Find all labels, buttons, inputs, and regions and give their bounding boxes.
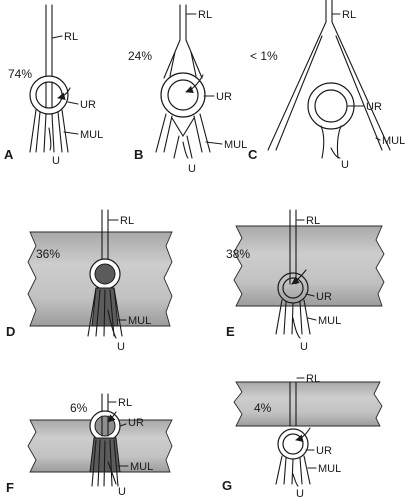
median-umbilical-ligaments-e (275, 299, 311, 335)
ur-leader-a (67, 101, 79, 105)
percent-b: 24% (128, 49, 152, 63)
ur-label-f: UR (128, 417, 144, 429)
panel-f: RL 6% UR MUL U F (6, 393, 173, 498)
u-leader-d (107, 309, 117, 339)
u-leader-b (182, 141, 189, 159)
u-label-c: U (341, 159, 349, 171)
round-ligament-b (163, 4, 203, 79)
mul-label-g: MUL (318, 463, 341, 475)
panel-letter-c: C (248, 147, 258, 162)
panel-letter-b: B (134, 147, 143, 162)
mul-label-c: MUL (382, 135, 405, 147)
arrow-e (291, 269, 307, 285)
umbilical-ring-a (29, 75, 69, 115)
mul-leader-e (307, 317, 317, 321)
umbilical-ring-d (89, 258, 121, 290)
percent-a: 74% (8, 67, 32, 81)
percent-d: 36% (36, 247, 60, 261)
panel-a: RL 74% UR MUL U A (4, 4, 103, 167)
ur-label-e: UR (316, 291, 332, 303)
mul-label-d: MUL (128, 315, 151, 327)
percent-e: 38% (226, 247, 250, 261)
arrow-f (107, 411, 117, 423)
umbilical-ring-b (160, 72, 206, 118)
rl-label-b: RL (198, 9, 212, 21)
u-label-b: U (188, 163, 196, 175)
panel-letter-g: G (222, 478, 232, 493)
ur-label-a: UR (80, 99, 96, 111)
urachus-c (320, 125, 342, 159)
u-leader-a (48, 127, 52, 151)
rl-label-e: RL (306, 215, 320, 227)
umbilical-ring-c (307, 82, 355, 130)
rl-leader-a (51, 35, 63, 39)
rl-label-d: RL (120, 215, 134, 227)
panel-letter-d: D (6, 324, 15, 339)
u-label-e: U (300, 341, 308, 353)
umbilical-ring-f (89, 410, 121, 442)
median-umbilical-ligaments-f (89, 437, 121, 487)
panel-c: RL < 1% UR MUL U C (248, 0, 405, 171)
mul-label-b: MUL (224, 139, 247, 151)
round-ligament-c (267, 0, 391, 151)
panel-letter-f: F (6, 480, 14, 495)
arrow-a (57, 87, 71, 101)
rl-label-c: RL (342, 9, 356, 21)
panel-g: RL 4% UR MUL U G (222, 373, 383, 500)
u-label-a: U (52, 155, 60, 167)
ur-leader-f (119, 423, 127, 427)
mul-label-a: MUL (80, 129, 103, 141)
ur-label-b: UR (216, 91, 232, 103)
median-umbilical-ligaments-g (275, 455, 311, 485)
rl-label-a: RL (64, 31, 78, 43)
percent-g: 4% (254, 401, 272, 415)
u-label-f: U (118, 486, 126, 498)
arrow-g (295, 427, 311, 443)
round-ligament-e (289, 209, 297, 285)
u-leader-g (292, 473, 299, 487)
panel-b: RL 24% UR MUL U B (128, 4, 247, 175)
abdominal-wall-g (233, 381, 383, 427)
percent-f: 6% (70, 401, 88, 415)
ur-leader-e (305, 293, 315, 297)
abdominal-wall-e (233, 225, 385, 307)
round-ligament-a (45, 4, 53, 81)
umbilical-ring-g (277, 428, 309, 460)
percent-c: < 1% (250, 49, 278, 63)
panel-d: RL 36% MUL U D (6, 209, 173, 353)
rl-label-g: RL (306, 373, 320, 385)
median-umbilical-ligaments-a (29, 109, 69, 153)
median-umbilical-ligaments-d (87, 287, 123, 337)
ur-label-c: UR (366, 101, 382, 113)
arrow-b (185, 74, 204, 93)
panel-letter-e: E (226, 324, 235, 339)
mul-leader-c (375, 137, 381, 141)
mul-label-e: MUL (318, 315, 341, 327)
u-leader-c (330, 147, 341, 159)
u-label-d: U (117, 341, 125, 353)
u-label-g: U (296, 488, 304, 500)
mul-label-f: MUL (130, 461, 153, 473)
median-umbilical-ligaments-b (155, 113, 211, 159)
panel-e: RL 38% UR MUL U E (226, 209, 385, 353)
panel-letter-a: A (4, 147, 14, 162)
mul-leader-a (63, 131, 79, 135)
mul-leader-b (205, 141, 223, 145)
u-leader-f (107, 461, 117, 485)
u-leader-e (292, 317, 301, 339)
rl-label-f: RL (118, 397, 132, 409)
round-ligament-g (289, 381, 297, 427)
ur-label-g: UR (316, 445, 332, 457)
